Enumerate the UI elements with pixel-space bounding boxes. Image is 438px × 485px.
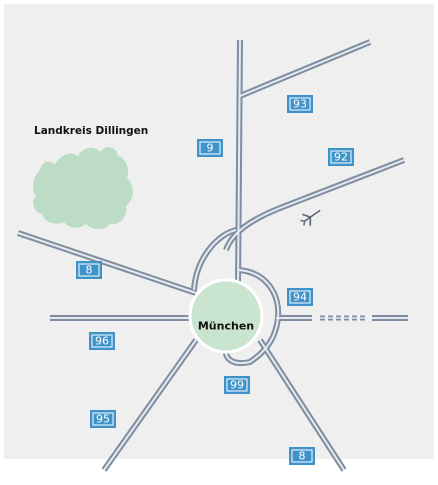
badge-a92-label: 92	[334, 151, 348, 164]
badge-a96-label: 96	[95, 335, 109, 348]
a95-southwest-inner	[103, 339, 197, 471]
city-circle	[188, 278, 264, 354]
badge-a8-southeast-label: 8	[299, 450, 306, 463]
badge-a94: 94	[287, 288, 313, 306]
motorway-network	[17, 39, 408, 472]
a9-north-inner	[237, 39, 241, 289]
badge-a93: 93	[287, 95, 313, 113]
a99-ring-west-inner	[193, 229, 237, 291]
badge-a92: 92	[328, 148, 354, 166]
airplane-icon	[300, 209, 321, 226]
badge-a99-label: 99	[230, 379, 244, 392]
badge-a8-southeast: 8	[289, 447, 315, 465]
badge-a8-west: 8	[76, 261, 102, 279]
badge-a94-label: 94	[293, 291, 307, 304]
city-label: München	[198, 320, 254, 333]
district-label: Landkreis Dillingen	[34, 125, 148, 137]
map-background	[4, 4, 434, 459]
a99-ring-east-inner	[224, 269, 280, 364]
badge-a8-west-label: 8	[86, 264, 93, 277]
badge-a9-label: 9	[207, 142, 214, 155]
badge-a93-label: 93	[293, 98, 307, 111]
badge-a95: 95	[90, 410, 116, 428]
badge-a95-label: 95	[96, 413, 110, 426]
badge-a9: 9	[197, 139, 223, 157]
a93-branch-inner	[239, 41, 371, 97]
district-shape	[33, 147, 133, 230]
a8-west-inner	[17, 232, 197, 294]
badge-a96: 96	[89, 332, 115, 350]
a92-connector-inner	[225, 159, 405, 251]
badge-a99: 99	[224, 376, 250, 394]
a8-southeast-inner	[259, 339, 345, 471]
